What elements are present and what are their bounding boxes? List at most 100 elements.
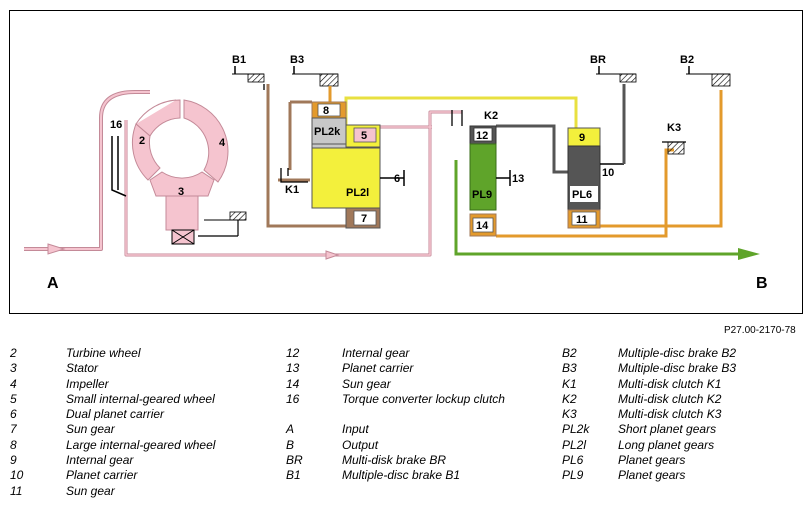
- legend-value: Planet carrier: [66, 468, 138, 483]
- label-4: 4: [219, 137, 226, 149]
- legend-value: Long planet gears: [618, 437, 715, 452]
- label-16: 16: [110, 119, 122, 131]
- turbine-wheel-lower: [132, 123, 161, 181]
- gear-PL2k: [311, 117, 347, 149]
- legend-key: A: [286, 422, 295, 437]
- gear-11-inner: [571, 211, 597, 226]
- pink-shaft-fill: [24, 91, 462, 256]
- label-PL6: PL6: [572, 189, 592, 201]
- legend-value: Sun gear: [66, 422, 115, 437]
- legend-row: 16 Torque converter lockup clutch: [286, 392, 505, 407]
- label-B3: B3: [290, 54, 304, 66]
- legend-row: 10 Planet carrier: [10, 468, 215, 483]
- legend-value: Torque converter lockup clutch: [342, 391, 505, 406]
- black-stubs: [263, 84, 463, 183]
- legend-key: [286, 407, 342, 422]
- label-PL2l: PL2l: [346, 187, 369, 199]
- legend-key: PL9: [562, 468, 584, 483]
- legend-value: Planet carrier: [342, 361, 414, 376]
- turbine-wheel: [135, 99, 181, 137]
- label-7: 7: [361, 213, 367, 225]
- ground-B2: [686, 66, 731, 87]
- legend-row: 8 Large internal-geared wheel: [10, 438, 215, 453]
- legend-key: B1: [286, 468, 301, 483]
- legend-value: Input: [342, 422, 369, 437]
- label-A: A: [47, 275, 59, 292]
- legend-value: Internal gear: [342, 346, 410, 360]
- legend-key: 10: [10, 468, 24, 483]
- legend-key: B2: [562, 346, 577, 360]
- gear-5-inner: [353, 127, 377, 143]
- label-10: 10: [602, 167, 614, 179]
- legend-key: PL6: [562, 453, 584, 468]
- label-B1: B1: [232, 54, 246, 66]
- legend-key: 9: [10, 453, 17, 468]
- legend-key: 7: [10, 422, 17, 437]
- label-K3: K3: [667, 122, 681, 134]
- label-K2: K2: [484, 110, 498, 122]
- legend-value: Multi-disk clutch K2: [618, 391, 722, 406]
- label-13: 13: [512, 173, 524, 185]
- label-14: 14: [476, 220, 489, 232]
- legend-key: 16: [286, 391, 300, 406]
- legend-value: Dual planet carrier: [66, 407, 165, 422]
- label-B: B: [756, 275, 768, 292]
- legend-value: Impeller: [66, 376, 109, 391]
- legend-key: 11: [10, 483, 23, 498]
- legend-row: 9 Internal gear: [10, 453, 215, 468]
- legend-row: [286, 407, 505, 422]
- label-5: 5: [361, 130, 367, 142]
- legend-value: Internal gear: [66, 453, 134, 468]
- legend-row: B3 Multiple-disc brake B3: [562, 361, 736, 376]
- gray-link: [496, 124, 568, 174]
- pink-arrow-mid: [325, 250, 340, 260]
- label-8: 8: [323, 105, 329, 117]
- legend-key: 8: [10, 437, 17, 452]
- impeller: [183, 99, 229, 183]
- stator-hub: [165, 195, 199, 231]
- ground-BR: [596, 66, 637, 83]
- label-2: 2: [139, 135, 145, 147]
- gear-12-inner: [473, 127, 493, 142]
- legend-key: B3: [562, 361, 577, 376]
- legend-key: 13: [286, 361, 300, 376]
- gear-PL6-label-bg: [570, 186, 598, 202]
- legend-row: PL6 Planet gears: [562, 453, 736, 468]
- legend-value: Planet gears: [618, 453, 686, 468]
- legend-value: Multi-disk clutch K3: [618, 407, 722, 422]
- legend-value: Multiple-disc brake B3: [618, 361, 737, 376]
- gear-7-inner: [353, 210, 377, 226]
- legend-value: Large internal-geared wheel: [66, 437, 216, 452]
- legend-value: Multi-disk brake BR: [342, 453, 447, 468]
- legend-key: 5: [10, 391, 17, 406]
- legend-key: PL2l: [562, 437, 587, 452]
- label-PL2k: PL2k: [314, 126, 341, 138]
- legend-key: 3: [10, 361, 17, 376]
- lockup-clutch: [111, 136, 127, 197]
- input-arrow: [47, 243, 66, 255]
- legend-key: 14: [286, 376, 300, 391]
- legend-key: K1: [562, 376, 577, 391]
- legend-value: Sun gear: [342, 376, 391, 391]
- legend-key: B: [286, 437, 295, 452]
- gear-14-inner: [472, 217, 494, 233]
- legend-key: PL2k: [562, 422, 590, 437]
- transmission-diagram: B1 B3 BR B2 K1 K2 K3 16 2 4 3 8 PL2k 5 P…: [9, 10, 803, 314]
- gear-PL2l: [311, 147, 381, 209]
- brown-link: [266, 84, 355, 228]
